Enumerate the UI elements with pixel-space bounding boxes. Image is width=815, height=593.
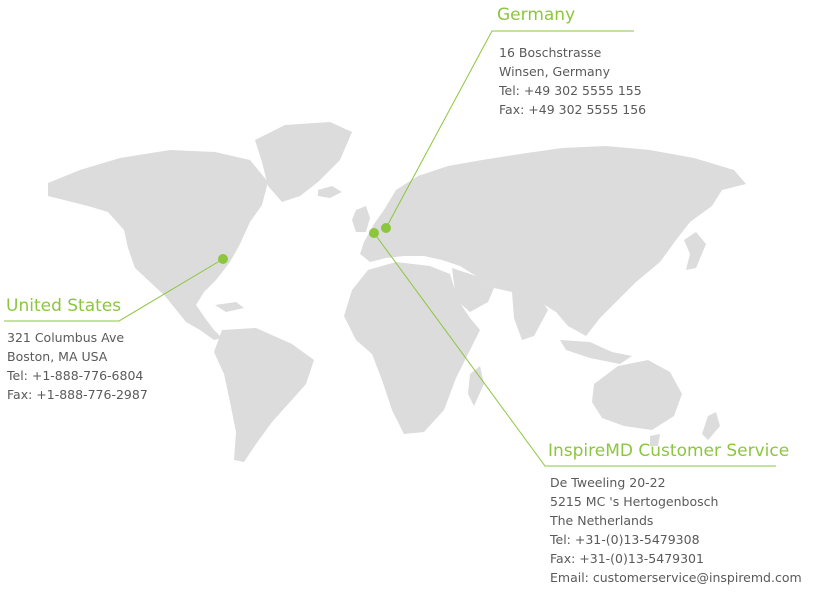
connector-netherlands <box>373 232 776 467</box>
marker-netherlands[interactable] <box>369 228 379 238</box>
office-address: 16 Boschstrasse Winsen, Germany Tel: +49… <box>499 43 646 119</box>
marker-united-states[interactable] <box>218 254 228 264</box>
landmass-indonesia <box>560 340 632 364</box>
office-title: United States <box>6 296 122 316</box>
fax-line: Fax: +1-888-776-2987 <box>7 387 148 402</box>
office-united-states: United States 321 Columbus Ave Boston, M… <box>6 296 148 404</box>
office-address: De Tweeling 20-22 5215 MC 's Hertogenbos… <box>550 473 802 587</box>
address-line: Winsen, Germany <box>499 64 611 79</box>
landmass-uk <box>352 206 370 232</box>
landmass-australia <box>592 360 682 430</box>
office-germany: Germany 16 Boschstrasse Winsen, Germany … <box>497 5 646 119</box>
connector-germany <box>385 30 634 229</box>
connector-united-states <box>4 258 224 322</box>
office-title: Germany <box>497 5 576 25</box>
address-line: 321 Columbus Ave <box>7 330 125 345</box>
address-line: The Netherlands <box>550 513 654 528</box>
landmass-tasmania <box>650 434 660 446</box>
office-customer-service: InspireMD Customer Service De Tweeling 2… <box>548 441 802 587</box>
address-line: 5215 MC 's Hertogenbosch <box>550 494 719 509</box>
connector-lines <box>4 30 776 467</box>
marker-germany[interactable] <box>381 223 391 233</box>
landmass-eurasia <box>360 146 746 336</box>
landmass-india <box>512 292 548 340</box>
fax-line: Fax: +31-(0)13-5479301 <box>550 551 704 566</box>
tel-line: Tel: +49 302 5555 155 <box>499 83 642 98</box>
landmass-greenland <box>255 122 352 202</box>
office-address: 321 Columbus Ave Boston, MA USA Tel: +1-… <box>7 328 148 404</box>
landmass-arabia <box>452 268 494 312</box>
landmass-south-america <box>214 328 314 462</box>
landmass-north-america <box>48 150 268 316</box>
landmass-madagascar <box>468 366 484 406</box>
land-masses <box>48 122 746 462</box>
landmass-japan <box>684 232 706 270</box>
address-line: 16 Boschstrasse <box>499 45 602 60</box>
tel-line: Tel: +1-888-776-6804 <box>7 368 144 383</box>
fax-line: Fax: +49 302 5555 156 <box>499 102 647 117</box>
landmass-caribbean <box>215 302 244 312</box>
landmass-africa <box>344 262 480 434</box>
office-title: InspireMD Customer Service <box>548 441 790 461</box>
landmass-central-america <box>178 305 222 340</box>
email-link[interactable]: Email: customerservice@inspiremd.com <box>550 570 802 585</box>
address-line: De Tweeling 20-22 <box>550 475 666 490</box>
location-markers <box>218 223 391 264</box>
landmass-new-zealand <box>702 412 720 440</box>
address-line: Boston, MA USA <box>7 349 108 364</box>
landmass-iceland <box>318 186 342 198</box>
tel-line: Tel: +31-(0)13-5479308 <box>550 532 700 547</box>
